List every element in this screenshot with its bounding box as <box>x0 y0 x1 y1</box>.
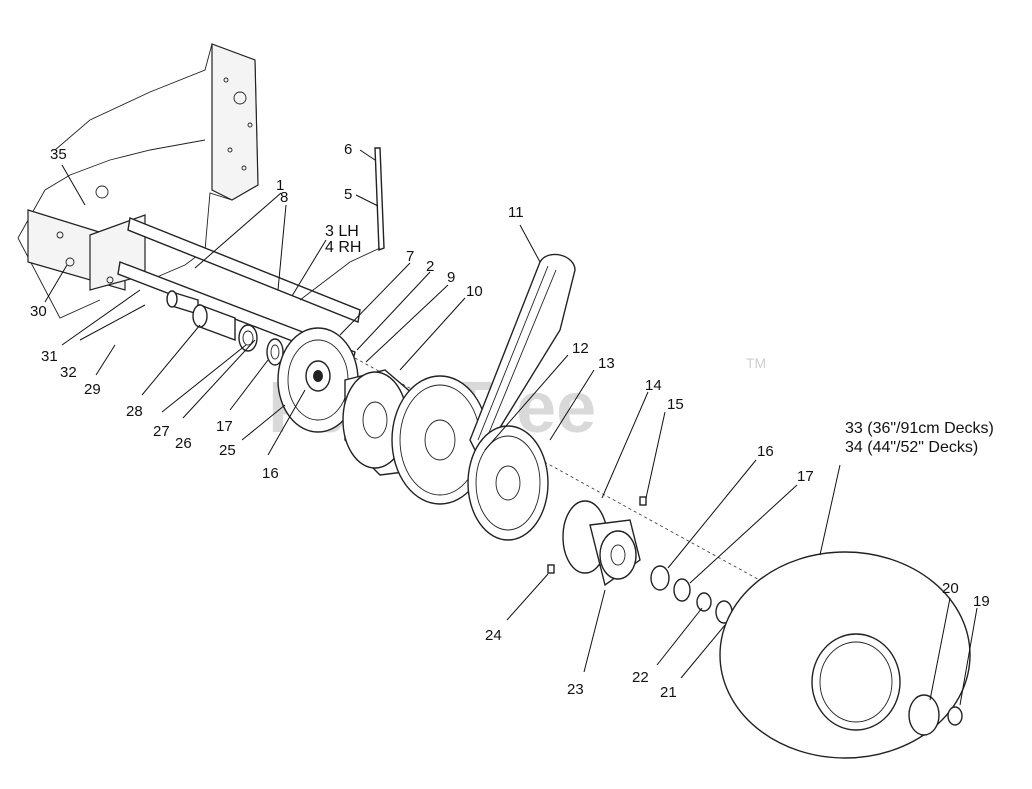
callout-29: 29 <box>84 381 101 398</box>
callout-20: 20 <box>942 580 959 597</box>
watermark-tm: TM <box>746 355 766 371</box>
callout-16-left: 16 <box>262 465 279 482</box>
callout-14: 14 <box>645 377 662 394</box>
callout-1: 1 <box>276 177 284 194</box>
callout-8: 8 <box>280 189 288 206</box>
callout-4: 4 RH <box>325 239 361 256</box>
callout-21: 21 <box>660 684 677 701</box>
v-belt <box>469 253 576 462</box>
callout-17-right: 17 <box>797 468 814 485</box>
callout-30: 30 <box>30 303 47 320</box>
small-pulley <box>467 425 549 541</box>
leader-lines <box>44 149 978 706</box>
spacer-parts <box>166 290 284 366</box>
callout-11: 11 <box>508 204 524 221</box>
callout-35: 35 <box>50 146 67 163</box>
callout-labels: 1 2 3 LH 4 RH 5 6 7 8 9 10 11 12 13 14 1… <box>30 141 994 701</box>
callout-2: 2 <box>426 258 434 275</box>
callout-7: 7 <box>406 248 414 265</box>
callout-34: 34 (44"/52" Decks) <box>845 439 978 456</box>
callout-13: 13 <box>598 355 615 372</box>
callout-15: 15 <box>667 396 684 413</box>
callout-19: 19 <box>973 593 990 610</box>
callout-28: 28 <box>126 403 143 420</box>
callout-5: 5 <box>344 186 352 203</box>
callout-25: 25 <box>219 442 236 459</box>
callout-9: 9 <box>447 269 455 286</box>
callout-27: 27 <box>153 423 170 440</box>
callout-3: 3 LH <box>325 223 359 240</box>
callout-6: 6 <box>344 141 352 158</box>
callout-32: 32 <box>60 364 77 381</box>
callout-26: 26 <box>175 435 192 452</box>
tire <box>719 551 971 759</box>
callout-16-right: 16 <box>757 443 774 460</box>
callout-23: 23 <box>567 681 584 698</box>
callout-22: 22 <box>632 669 649 686</box>
lever-rod <box>299 147 385 301</box>
bearing-stack <box>650 565 733 624</box>
hub-cap <box>908 694 963 736</box>
callout-24: 24 <box>485 627 502 644</box>
callout-17-left: 17 <box>216 418 233 435</box>
callout-10: 10 <box>466 283 483 300</box>
callout-12: 12 <box>572 340 589 357</box>
callout-33: 33 (36"/91cm Decks) <box>845 420 994 437</box>
callout-31: 31 <box>41 348 58 365</box>
wheel-hub <box>547 496 647 587</box>
